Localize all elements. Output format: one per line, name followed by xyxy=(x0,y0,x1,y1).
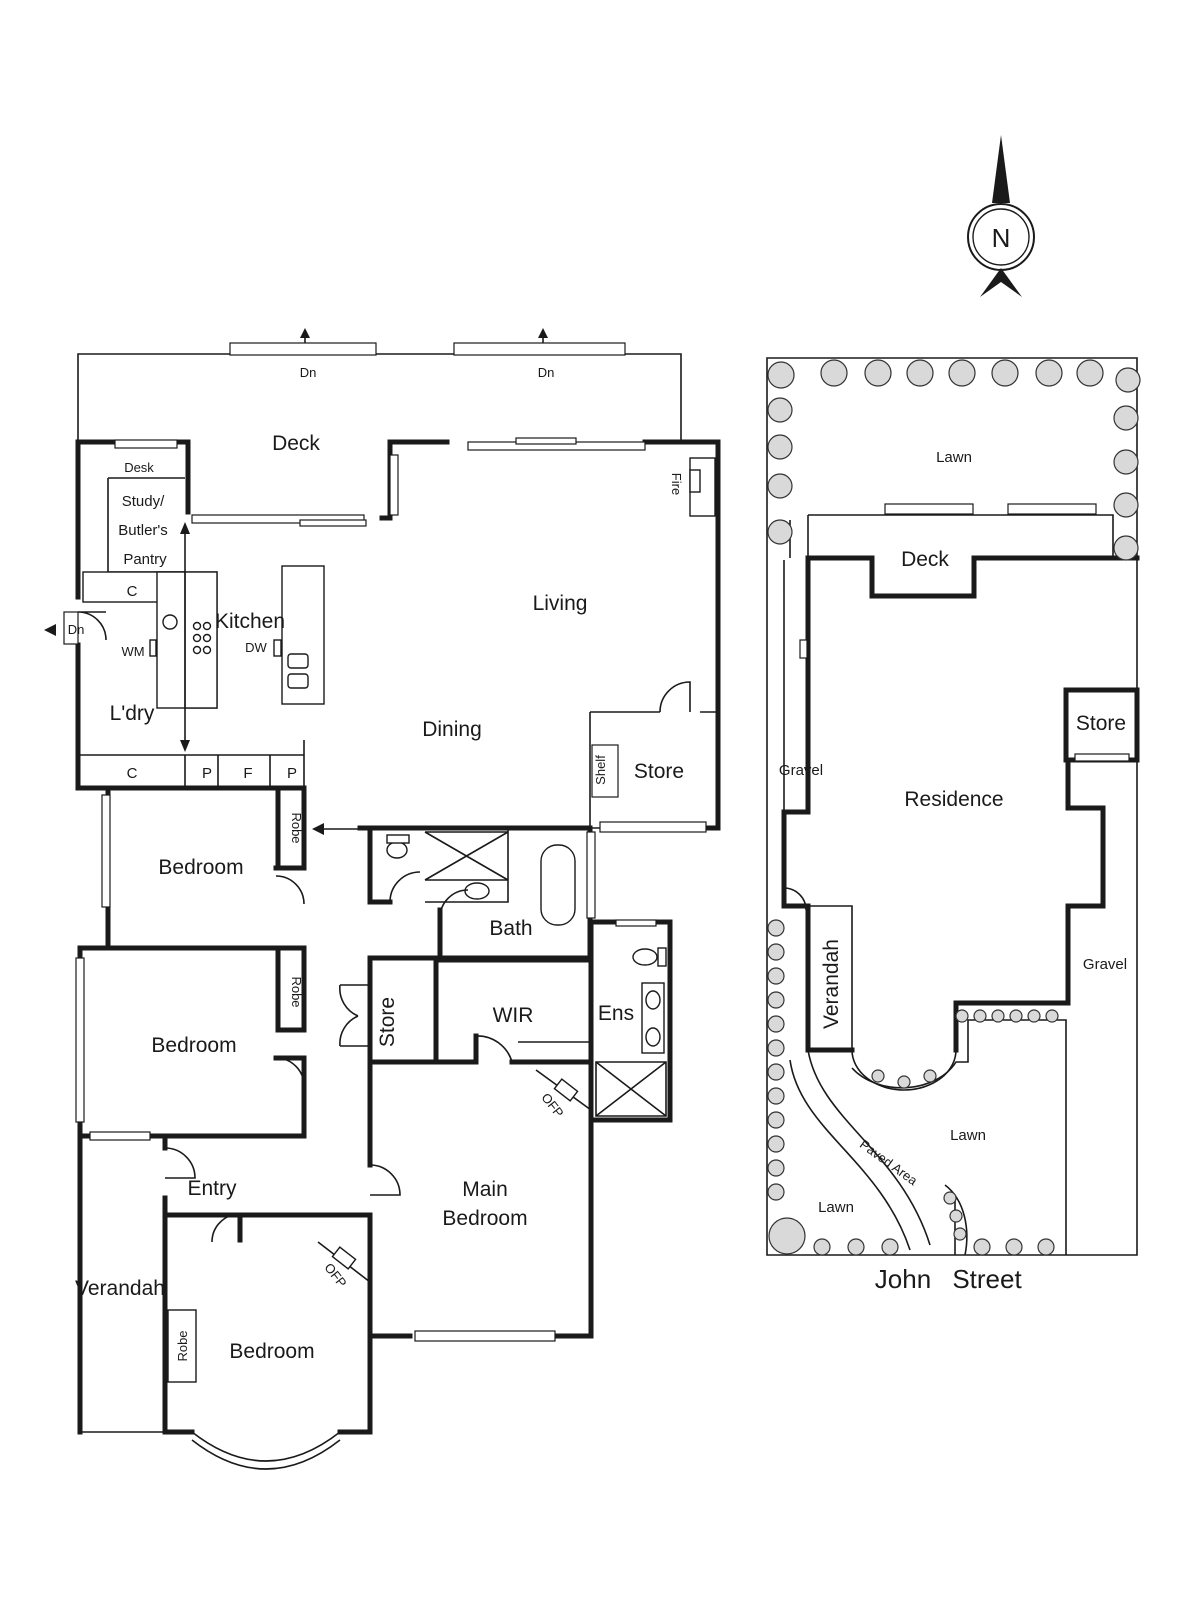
study-label-2: Butler's xyxy=(118,522,168,539)
laundry-label: L'dry xyxy=(110,702,155,725)
robe-2-label: Robe xyxy=(289,976,304,1007)
cupboard-top-label: C xyxy=(127,583,138,600)
house-plan: Deck Dn Dn Dn Fire Desk Study/ Butler's … xyxy=(44,328,721,1470)
site-gravel-right-label: Gravel xyxy=(1083,956,1127,973)
robe-1-label: Robe xyxy=(289,812,304,843)
street-name-1: John xyxy=(875,1264,931,1294)
street-name-2: Street xyxy=(952,1264,1022,1294)
shelf-label: Shelf xyxy=(593,755,608,785)
north-compass: N xyxy=(967,135,1035,297)
robe-3-label: Robe xyxy=(175,1330,190,1361)
bath-label: Bath xyxy=(489,917,532,940)
ens-label: Ens xyxy=(598,1002,634,1025)
dn-left-label: Dn xyxy=(300,365,317,380)
compass-label: N xyxy=(992,223,1011,253)
dn-right-label: Dn xyxy=(538,365,555,380)
fire-label: Fire xyxy=(669,473,684,495)
site-paved-area-label: Paved Area xyxy=(857,1137,921,1189)
site-plan: Lawn Deck Store Residence Gravel Gravel … xyxy=(766,357,1141,1294)
site-lawn-front-right-label: Lawn xyxy=(950,1127,986,1144)
site-lawn-rear-label: Lawn xyxy=(936,449,972,466)
study-label-3: Pantry xyxy=(123,551,167,568)
f-label: F xyxy=(243,765,252,782)
compass-needle-icon xyxy=(992,135,1010,203)
store-hall-label: Store xyxy=(376,997,399,1047)
study-label-1: Study/ xyxy=(122,493,165,510)
deck-label: Deck xyxy=(272,432,320,455)
bedroom-3-label: Bedroom xyxy=(229,1340,314,1363)
store-living-label: Store xyxy=(634,760,684,783)
cupboard-bottom-label: C xyxy=(127,765,138,782)
pantry-left-label: P xyxy=(202,765,212,782)
dn-side-label: Dn xyxy=(68,622,85,637)
main-bedroom-label-2: Bedroom xyxy=(442,1207,527,1230)
dw-label: DW xyxy=(245,640,267,655)
wm-label: WM xyxy=(121,644,144,659)
wir-label: WIR xyxy=(493,1004,534,1027)
kitchen-label: Kitchen xyxy=(215,610,285,633)
dining-label: Dining xyxy=(422,718,482,741)
pantry-right-label: P xyxy=(287,765,297,782)
site-lawn-front-left-label: Lawn xyxy=(818,1199,854,1216)
main-bedroom-label-1: Main xyxy=(462,1178,508,1201)
site-deck-label: Deck xyxy=(901,548,949,571)
desk-label: Desk xyxy=(124,460,154,475)
site-gravel-left-label: Gravel xyxy=(779,762,823,779)
verandah-label: Verandah xyxy=(75,1277,165,1300)
site-verandah-label: Verandah xyxy=(820,939,843,1029)
site-store-label: Store xyxy=(1076,712,1126,735)
living-label: Living xyxy=(533,592,588,615)
bedroom-1-label: Bedroom xyxy=(158,856,243,879)
bedroom-2-label: Bedroom xyxy=(151,1034,236,1057)
tree-icons xyxy=(767,359,1141,1256)
site-residence-label: Residence xyxy=(904,788,1003,811)
entry-label: Entry xyxy=(187,1177,237,1200)
